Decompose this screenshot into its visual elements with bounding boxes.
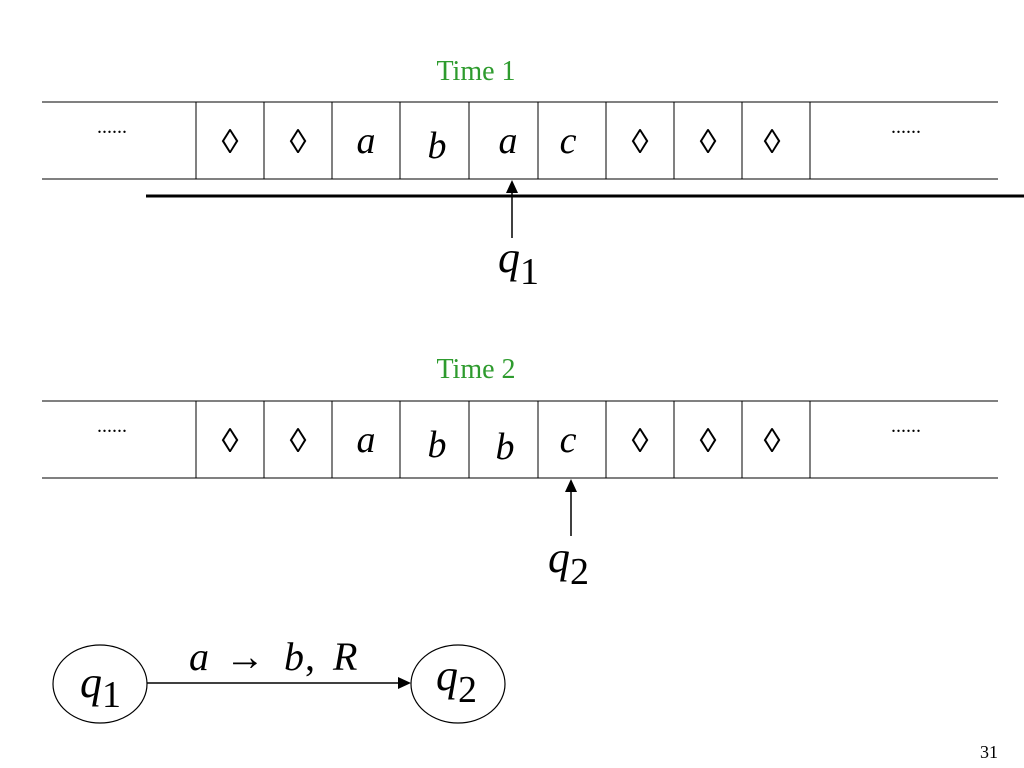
- state-q2-circle: [410, 644, 506, 724]
- head-2-state-base: q: [548, 533, 570, 582]
- tape-2-cell: ◊: [222, 423, 239, 460]
- tape-1-cell: ◊: [290, 124, 307, 161]
- tape-2-cell: ◊: [632, 423, 649, 460]
- state-q2-label: q2: [436, 651, 477, 711]
- tape-2: [42, 400, 998, 479]
- tape-1-label: Time 1: [436, 56, 515, 87]
- tape-2-cell: c: [560, 419, 577, 461]
- head-2-arrow: [565, 479, 577, 536]
- transition-read: a: [189, 634, 209, 679]
- tape-1-cell: ◊: [222, 124, 239, 161]
- tape-2-cell: ◊: [700, 423, 717, 460]
- transition-move: R: [332, 634, 357, 679]
- head-1-state-base: q: [498, 233, 520, 282]
- head-2-state-sub: 2: [570, 551, 589, 593]
- transition-arrow: [147, 677, 411, 689]
- transition-arrow-symbol: →: [225, 634, 265, 679]
- transition-comma: ,: [305, 634, 315, 679]
- tape-1-cells: ◊ ◊ a b a c ◊ ◊ ◊: [222, 120, 781, 167]
- page-number: 31: [980, 742, 998, 762]
- state-q2-sub: 2: [458, 669, 477, 711]
- tape-1-cell: a: [357, 120, 376, 162]
- tape-2-cell: a: [357, 419, 376, 461]
- head-2-state: q2: [548, 533, 589, 593]
- state-q1-circle: [52, 644, 148, 724]
- tape-1-cell: ◊: [632, 124, 649, 161]
- state-q2-base: q: [436, 651, 458, 700]
- head-1-arrow: [506, 180, 518, 238]
- tape-2-cell: b: [428, 424, 447, 466]
- tape-1: [42, 101, 998, 180]
- state-q1-label: q1: [80, 658, 121, 716]
- tape-2-right-ellipsis: ......: [891, 415, 921, 437]
- head-1-state: q1: [498, 233, 539, 293]
- tape-1-left-ellipsis: ......: [97, 116, 127, 138]
- tape-2-cell: b: [496, 426, 515, 468]
- tape-2-left-ellipsis: ......: [97, 415, 127, 437]
- tape-1-cell: ◊: [764, 124, 781, 161]
- head-1-state-sub: 1: [520, 251, 539, 293]
- tape-1-cell: ◊: [700, 124, 717, 161]
- tape-1-cell: c: [560, 120, 577, 162]
- transition-label: a → b, R: [189, 634, 357, 679]
- tape-2-cell: ◊: [290, 423, 307, 460]
- tape-1-cell: a: [499, 120, 518, 162]
- tape-2-cells: ◊ ◊ a b b c ◊ ◊ ◊: [222, 419, 781, 468]
- tape-1-right-ellipsis: ......: [891, 116, 921, 138]
- state-q1-sub: 1: [102, 674, 121, 716]
- tape-2-cell: ◊: [764, 423, 781, 460]
- state-q1-base: q: [80, 658, 102, 707]
- tape-1-cell: b: [428, 125, 447, 167]
- tape-2-label: Time 2: [436, 354, 515, 385]
- transition-write: b: [284, 634, 304, 679]
